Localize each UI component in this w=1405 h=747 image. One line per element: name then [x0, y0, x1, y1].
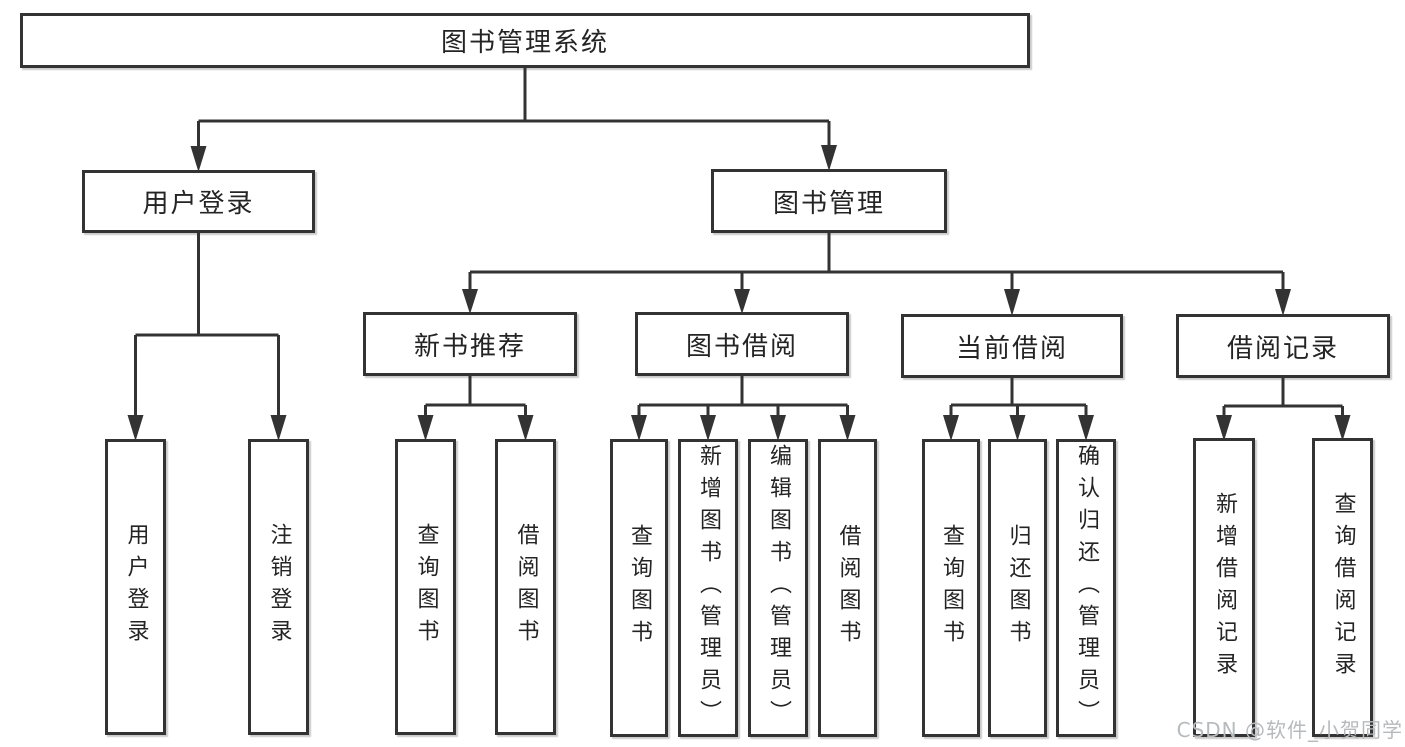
leaf-query-books-borrowing: 查询图书	[610, 439, 668, 737]
arrowhead-down	[1009, 415, 1026, 441]
node-book-borrowing: 图书借阅	[635, 312, 849, 376]
arrowhead-down	[462, 289, 478, 314]
arrowhead-down	[839, 415, 856, 441]
node-label: 新书推荐	[413, 331, 526, 362]
arrowhead-down	[821, 145, 837, 171]
node-current-borrowing: 当前借阅	[901, 314, 1123, 378]
leaf-borrow-books: 借阅图书	[818, 439, 877, 737]
leaf-label: 编辑图书（管理员）	[766, 444, 791, 732]
node-label: 图书管理系统	[440, 28, 609, 58]
arrowhead-down	[517, 415, 534, 441]
leaf-edit-books-admin: 编辑图书（管理员）	[748, 439, 808, 737]
leaf-label: 新增借阅记录	[1212, 491, 1237, 684]
node-label: 当前借阅	[955, 333, 1068, 364]
leaf-borrow-books-recommend: 借阅图书	[495, 439, 556, 735]
leaf-query-books-recommend: 查询图书	[395, 439, 456, 735]
arrowhead-down	[417, 415, 434, 441]
leaf-query-books-current: 查询图书	[922, 439, 980, 737]
node-book-management: 图书管理	[711, 169, 947, 233]
leaf-label: 查询图书	[413, 523, 439, 651]
node-new-book-recommend: 新书推荐	[363, 312, 577, 376]
node-library-management-system: 图书管理系统	[20, 13, 1030, 68]
arrowhead-down	[127, 415, 144, 441]
leaf-add-books-admin: 新增图书（管理员）	[678, 439, 738, 737]
leaf-query-borrow-record: 查询借阅记录	[1312, 438, 1373, 737]
leaf-label: 用户登录	[123, 523, 149, 651]
leaf-label: 查询借阅记录	[1330, 491, 1356, 684]
node-borrowing-records: 借阅记录	[1176, 314, 1390, 378]
leaf-label: 新增图书（管理员）	[696, 444, 721, 732]
arrowhead-down	[734, 289, 750, 314]
node-label: 用户登录	[142, 189, 255, 219]
node-label: 图书管理	[772, 188, 885, 219]
leaf-logout: 注销登录	[248, 439, 309, 735]
arrowhead-down	[700, 415, 716, 441]
node-label: 借阅记录	[1226, 333, 1339, 364]
node-label: 图书借阅	[685, 331, 798, 362]
leaf-label: 借阅图书	[835, 524, 861, 652]
leaf-add-borrow-record: 新增借阅记录	[1193, 438, 1255, 737]
arrowhead-down	[1004, 289, 1020, 316]
arrowhead-down	[190, 146, 207, 172]
leaf-label: 查询图书	[627, 524, 652, 652]
arrowhead-down	[1275, 289, 1291, 316]
leaf-user-login: 用户登录	[105, 439, 166, 735]
leaf-confirm-return-admin: 确认归还（管理员）	[1056, 439, 1116, 737]
arrowhead-down	[1078, 415, 1094, 441]
leaf-label: 归还图书	[1005, 524, 1031, 652]
leaf-return-books: 归还图书	[988, 439, 1047, 737]
arrowhead-down	[270, 415, 287, 441]
csdn-watermark: CSDN @软件_小贺同学	[1176, 718, 1403, 742]
node-user-login: 用户登录	[82, 170, 315, 233]
arrowhead-down	[631, 415, 647, 441]
arrowhead-down	[943, 415, 959, 441]
leaf-label: 确认归还（管理员）	[1074, 444, 1099, 732]
leaf-label: 查询图书	[939, 524, 964, 652]
leaf-label: 借阅图书	[513, 523, 539, 651]
leaf-label: 注销登录	[266, 523, 292, 651]
arrowhead-down	[770, 415, 786, 441]
